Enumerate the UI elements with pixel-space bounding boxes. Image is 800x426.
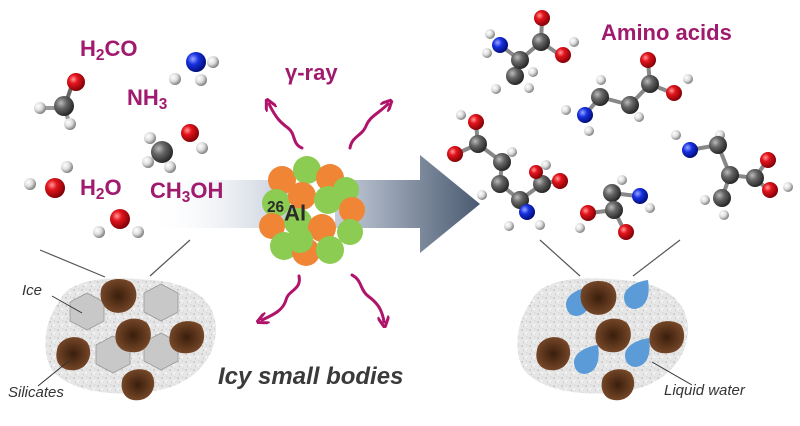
label-h2o: H2O xyxy=(80,175,122,203)
molecule-alanine xyxy=(482,10,579,94)
al26-nucleus xyxy=(259,156,365,266)
molecule-nh3 xyxy=(169,52,219,86)
label-liquid-water: Liquid water xyxy=(664,382,745,399)
silicate-grains-right xyxy=(536,280,685,401)
label-icy-small-bodies: Icy small bodies xyxy=(218,363,404,390)
gamma-ray-up-left xyxy=(269,104,304,150)
label-nh3: NH3 xyxy=(127,85,168,113)
molecule-h2o-1 xyxy=(24,161,73,198)
zoom-line-left-b xyxy=(149,239,191,277)
zoom-line-right-a xyxy=(539,239,581,277)
gamma-ray-down-left xyxy=(262,274,301,320)
molecule-aminobutyric-acid xyxy=(671,130,793,220)
gamma-ray-down-right xyxy=(350,273,384,322)
label-h2co: H2CO xyxy=(80,36,138,64)
label-ch3oh: CH3OH xyxy=(150,178,224,206)
molecule-glycine xyxy=(575,175,655,240)
molecule-h2co xyxy=(34,73,85,130)
gamma-ray-arrows xyxy=(262,104,388,322)
reaction-arrow xyxy=(335,155,480,253)
molecule-glutamic-acid xyxy=(447,110,568,231)
liquid-water-drops xyxy=(566,280,650,374)
label-al26: 26Al xyxy=(267,199,307,226)
molecule-h2o-2 xyxy=(93,209,144,238)
silicate-grains xyxy=(56,278,205,401)
molecule-beta-alanine xyxy=(561,52,693,136)
label-gamma-ray: γ-ray xyxy=(285,60,338,85)
gamma-ray-up-right xyxy=(348,104,388,150)
icy-body-right xyxy=(517,278,688,401)
label-amino-acids: Amino acids xyxy=(601,20,732,45)
ice-crystals xyxy=(69,283,179,374)
icy-body-left xyxy=(45,278,216,401)
molecule-ch3oh xyxy=(142,124,208,173)
zoom-line-left-a xyxy=(39,249,106,278)
zoom-line-right-b xyxy=(632,239,681,277)
silicates-pointer xyxy=(37,359,71,387)
ice-pointer xyxy=(51,295,83,314)
label-silicates: Silicates xyxy=(8,384,64,401)
liquid-water-pointer xyxy=(651,361,693,386)
label-ice: Ice xyxy=(22,282,43,299)
